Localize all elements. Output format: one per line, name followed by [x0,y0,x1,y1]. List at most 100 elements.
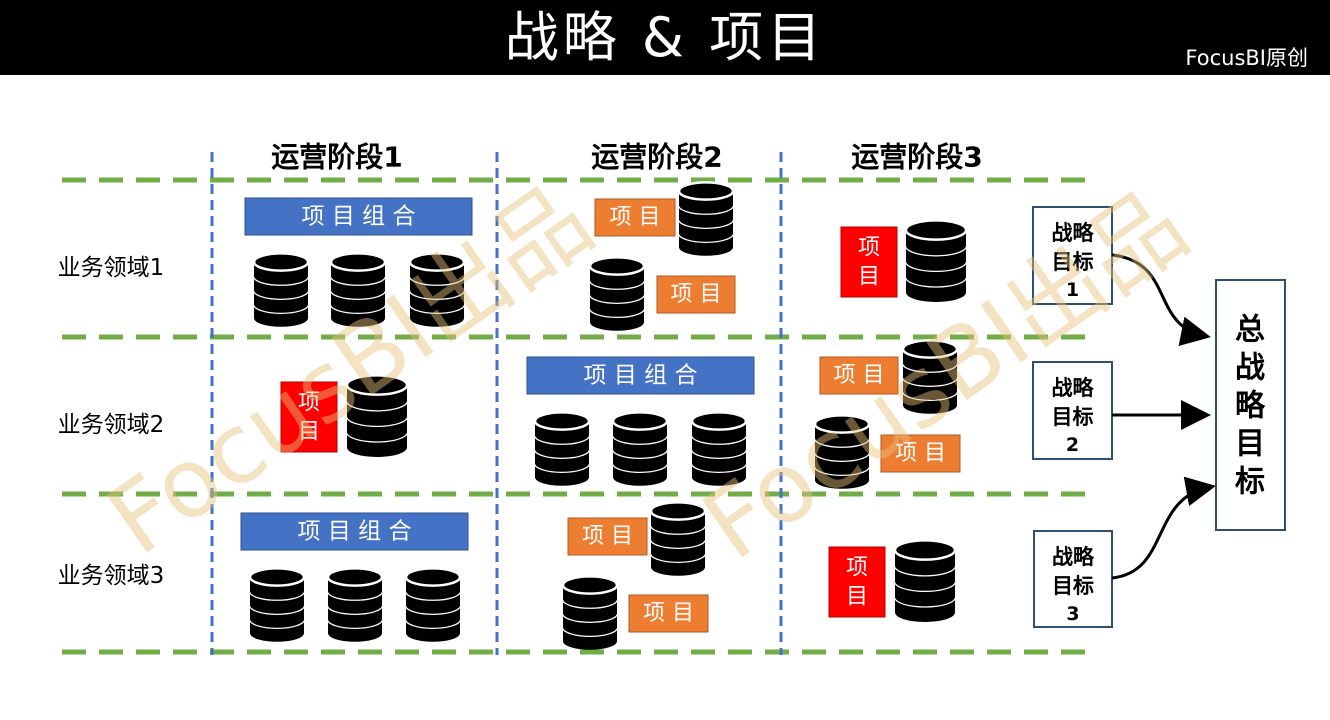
portfolio-label: 项 目 组 合 [302,204,416,230]
final-goal-char-2: 战 [1235,351,1265,386]
project-label-line2: 目 [846,585,868,610]
database-layer-bottom [906,282,966,302]
goal-line1: 战略 [1052,376,1095,400]
database-layer-bottom [410,281,464,299]
project-stage3-domain2-a: 项 目 [819,356,899,395]
database-layer-bottom [692,454,746,472]
project-label: 项 目 [643,601,694,626]
database-layer-bottom [563,632,617,650]
database-icon [588,256,646,331]
goal-line1: 战略 [1052,221,1095,245]
database-layer-bottom [895,602,955,623]
project-label-line1: 项 [298,391,320,416]
database-icon [561,575,619,650]
final-goal-char-3: 略 [1235,389,1266,424]
database-layer-bottom [692,468,746,486]
portfolio-stage1-domain3: 项 目 组 合 [240,512,469,551]
project-label-line1: 项 [846,556,868,581]
database-layer-top [893,539,957,561]
database-layer-bottom [535,468,589,486]
database-layer-bottom [406,596,460,614]
database-layer-bottom [254,309,308,327]
database-icon [252,252,310,327]
final-goal-box [1215,279,1286,531]
database-layer-bottom [692,426,746,444]
project-box [567,517,648,556]
database-layer-bottom [895,556,955,576]
database-layer-bottom [903,382,957,400]
project-label: 项 目 [834,363,885,388]
database-layer-bottom [328,610,382,628]
project-box-red [280,381,338,453]
project-label-line2: 目 [298,420,320,445]
goal-line3: 2 [1066,434,1079,456]
database-layer-top [408,252,466,272]
domain-label-2: 业务领域2 [58,412,165,438]
database-layer-bottom [347,422,407,442]
project-stage2-domain1-a: 项 目 [594,198,676,237]
database-layer-bottom [347,406,407,426]
domain-label-1: 业务领域1 [58,255,165,281]
database-layer-bottom [347,437,407,457]
database-layer-bottom [331,281,385,299]
database-layer-bottom [410,309,464,327]
goal-box [1032,361,1113,460]
database-icon [611,411,669,486]
database-icon [813,414,871,489]
project-box [628,594,709,633]
database-layer-bottom [406,610,460,628]
database-layer-bottom [906,267,966,287]
database-layer-bottom [590,271,644,289]
database-icon [904,219,968,302]
database-layer-bottom [331,309,385,327]
database-layer-bottom [563,590,617,608]
database-layer-bottom [815,443,869,461]
database-layer-bottom [535,440,589,458]
database-icon [248,567,306,642]
database-layer-bottom [535,426,589,444]
database-layer-bottom [410,267,464,285]
database-layer-bottom [692,440,746,458]
database-layer-bottom [613,440,667,458]
database-layer-bottom [250,624,304,642]
database-layer-bottom [613,468,667,486]
database-layer-bottom [651,516,705,534]
database-layer-bottom [563,604,617,622]
database-layer-top [901,339,959,359]
project-label-line2: 目 [858,265,880,290]
database-layer-bottom [406,624,460,642]
database-layer-bottom [906,251,966,271]
project-stage3-domain2-b: 项 目 [880,434,961,473]
database-layer-top [813,414,871,434]
goal-line1: 战略 [1052,545,1095,569]
portfolio-stage1-domain1: 项 目 组 合 [244,197,473,236]
database-layer-bottom [563,618,617,636]
database-layer-bottom [328,596,382,614]
project-label-line1: 项 [858,236,880,261]
brand-label: FocusBI原创 [1185,46,1308,70]
project-box [656,275,736,314]
project-label: 项 目 [671,282,722,307]
database-layer-top [533,411,591,431]
database-layer-bottom [903,396,957,414]
goal-box [1033,530,1113,628]
database-layer-bottom [331,267,385,285]
database-layer-bottom [679,210,733,228]
database-layer-bottom [651,558,705,576]
project-box-red [828,546,886,618]
database-layer-bottom [651,544,705,562]
database-icon [533,411,591,486]
stage-header-2: 运营阶段2 [591,141,722,174]
arrow-goal1-to-final [1111,253,1211,346]
database-layer-bottom [815,471,869,489]
database-layer-bottom [906,236,966,256]
goal-line2: 目标 [1052,250,1094,274]
database-layer-top [649,501,707,521]
database-layer-top [326,567,384,587]
domain-label-3: 业务领域3 [58,563,165,589]
portfolio-box [526,356,755,395]
project-stage3-domain1: 项目 [840,226,898,298]
project-box [594,198,676,237]
